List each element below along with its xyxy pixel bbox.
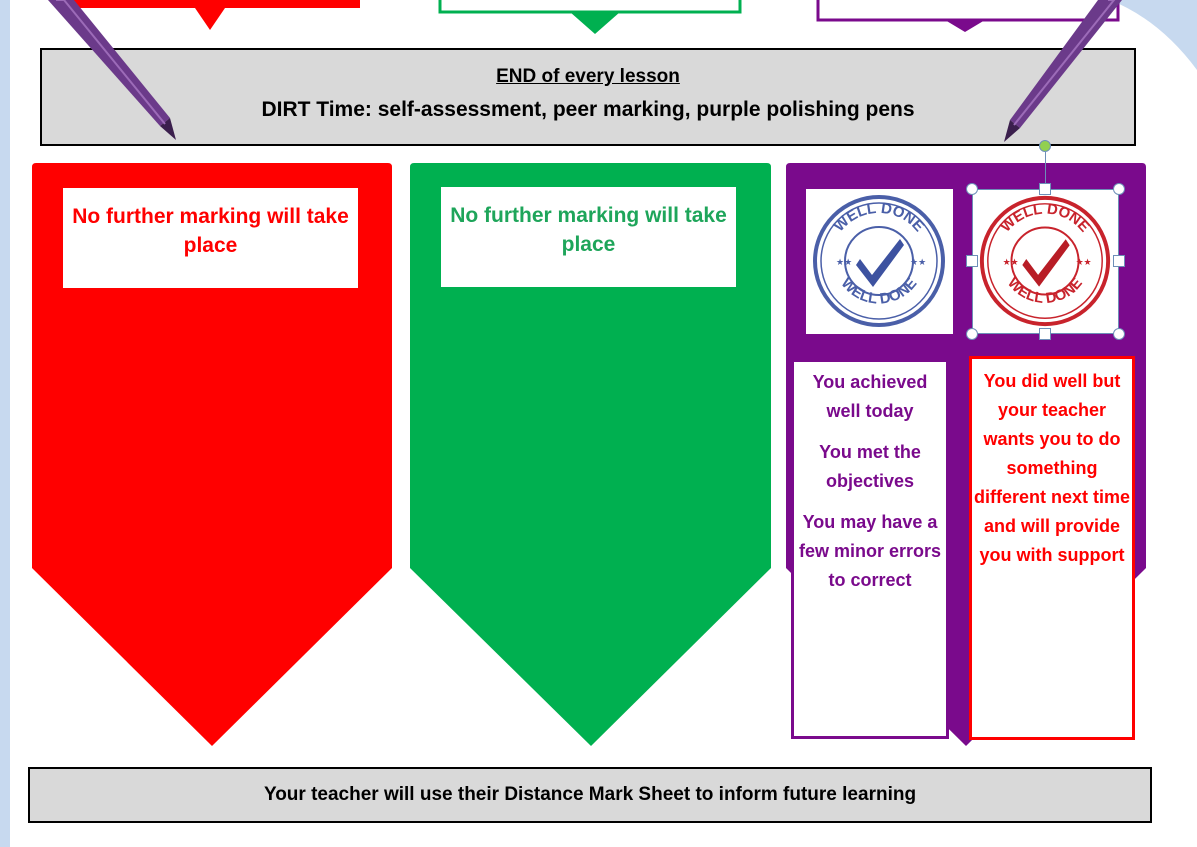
red-column-note: No further marking will take place	[63, 188, 358, 288]
svg-text:★★: ★★	[1003, 257, 1019, 267]
green-arrow-shape	[410, 163, 771, 746]
page-edge-top-right	[1110, 0, 1197, 70]
blue-well-done-stamp: WELL DONE WELL DONE ★★ ★★	[806, 189, 953, 334]
pen-icon	[1004, 0, 1122, 142]
resize-handle-left[interactable]	[966, 255, 978, 267]
achieved-line: You achieved well today	[812, 372, 928, 421]
pen-icon	[48, 0, 176, 140]
red-well-done-stamp[interactable]: WELL DONE WELL DONE ★★ ★★	[972, 189, 1119, 334]
svg-text:★★: ★★	[836, 257, 852, 267]
stamp-text-bottom: WELL DONE	[838, 275, 921, 308]
support-text-box: You did well but your teacher wants you …	[969, 356, 1135, 740]
stamp-text-bottom: WELL DONE	[1004, 275, 1086, 307]
check-mark-icon	[1022, 239, 1070, 287]
svg-text:★★: ★★	[910, 257, 926, 267]
resize-handle-top-left[interactable]	[966, 183, 978, 195]
top-green-arrow	[570, 12, 620, 34]
well-done-stamp-icon: WELL DONE WELL DONE ★★ ★★	[813, 195, 945, 327]
green-column-note: No further marking will take place	[441, 187, 736, 287]
well-done-stamp-icon: WELL DONE WELL DONE ★★ ★★	[979, 195, 1111, 327]
resize-handle-bottom-left[interactable]	[966, 328, 978, 340]
achieved-text-box: You achieved well today You met the obje…	[791, 359, 949, 739]
check-mark-icon	[856, 239, 904, 287]
achieved-line: You may have a few minor errors to corre…	[798, 512, 942, 590]
resize-handle-bottom[interactable]	[1039, 328, 1051, 340]
header-title: END of every lesson	[496, 66, 680, 87]
resize-handle-right[interactable]	[1113, 255, 1125, 267]
footer-box: Your teacher will use their Distance Mar…	[28, 767, 1152, 823]
page-edge-left	[0, 0, 10, 847]
resize-handle-top-right[interactable]	[1113, 183, 1125, 195]
rotate-handle-line	[1045, 152, 1046, 189]
header-subtitle: DIRT Time: self-assessment, peer marking…	[261, 98, 915, 121]
top-red-shape	[62, 0, 360, 30]
resize-handle-bottom-right[interactable]	[1113, 328, 1125, 340]
svg-text:★★: ★★	[1076, 257, 1092, 267]
rotate-handle[interactable]	[1039, 140, 1051, 152]
achieved-line: You met the objectives	[819, 442, 921, 491]
resize-handle-top[interactable]	[1039, 183, 1051, 195]
footer-text: Your teacher will use their Distance Mar…	[263, 784, 917, 805]
red-arrow-shape	[32, 163, 392, 746]
header-box: END of every lesson DIRT Time: self-asse…	[40, 48, 1136, 146]
top-purple-arrow	[945, 20, 985, 32]
